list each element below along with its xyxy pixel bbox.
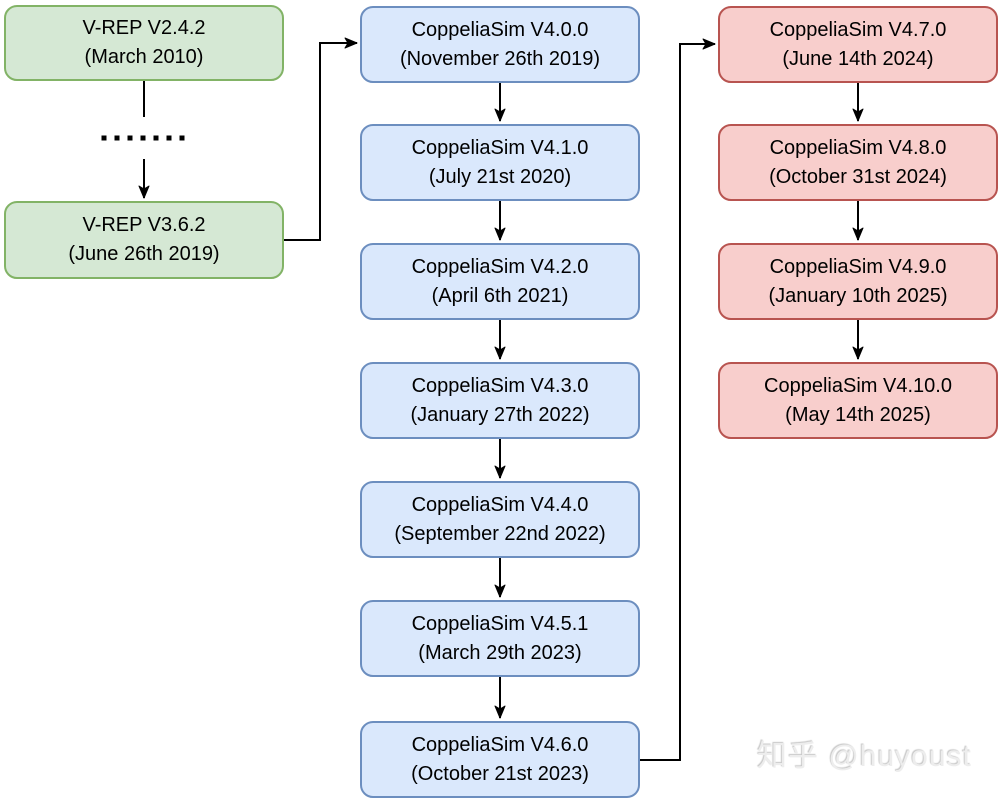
node-date: (January 27th 2022) bbox=[410, 403, 590, 426]
connector-v362-to-v400-icon bbox=[283, 37, 358, 241]
node-coppeliasim-v4-8-0: CoppeliaSim V4.8.0 (October 31st 2024) bbox=[718, 124, 998, 201]
node-date: (January 10th 2025) bbox=[768, 284, 948, 307]
node-title: CoppeliaSim V4.9.0 bbox=[769, 255, 947, 278]
node-vrep-v3-6-2: V-REP V3.6.2 (June 26th 2019) bbox=[4, 201, 284, 279]
node-title: CoppeliaSim V4.10.0 bbox=[764, 374, 952, 397]
node-coppeliasim-v4-7-0: CoppeliaSim V4.7.0 (June 14th 2024) bbox=[718, 6, 998, 83]
node-date: (July 21st 2020) bbox=[428, 165, 572, 188]
node-title: CoppeliaSim V4.6.0 bbox=[411, 733, 589, 756]
node-date: (May 14th 2025) bbox=[785, 403, 931, 426]
node-title: CoppeliaSim V4.0.0 bbox=[411, 18, 589, 41]
node-coppeliasim-v4-3-0: CoppeliaSim V4.3.0 (January 27th 2022) bbox=[360, 362, 640, 439]
node-coppeliasim-v4-0-0: CoppeliaSim V4.0.0 (November 26th 2019) bbox=[360, 6, 640, 83]
node-date: (October 21st 2023) bbox=[411, 762, 589, 785]
node-title: CoppeliaSim V4.5.1 bbox=[411, 612, 589, 635]
node-date: (March 29th 2023) bbox=[418, 641, 582, 664]
connector-v460-to-v470-icon bbox=[640, 38, 716, 761]
node-coppeliasim-v4-6-0: CoppeliaSim V4.6.0 (October 21st 2023) bbox=[360, 721, 640, 798]
node-date: (March 2010) bbox=[84, 46, 204, 68]
node-date: (June 26th 2019) bbox=[68, 243, 220, 265]
node-coppeliasim-v4-2-0: CoppeliaSim V4.2.0 (April 6th 2021) bbox=[360, 243, 640, 320]
node-date: (June 14th 2024) bbox=[782, 47, 934, 70]
node-title: CoppeliaSim V4.2.0 bbox=[411, 255, 589, 278]
node-coppeliasim-v4-1-0: CoppeliaSim V4.1.0 (July 21st 2020) bbox=[360, 124, 640, 201]
node-date: (October 31st 2024) bbox=[769, 165, 947, 188]
node-coppeliasim-v4-10-0: CoppeliaSim V4.10.0 (May 14th 2025) bbox=[718, 362, 998, 439]
node-date: (September 22nd 2022) bbox=[394, 522, 606, 545]
node-date: (April 6th 2021) bbox=[431, 284, 569, 307]
node-title: V-REP V2.4.2 bbox=[82, 17, 206, 39]
node-date: (November 26th 2019) bbox=[399, 47, 601, 70]
node-title: CoppeliaSim V4.4.0 bbox=[411, 493, 589, 516]
node-title: CoppeliaSim V4.1.0 bbox=[411, 136, 589, 159]
node-title: CoppeliaSim V4.8.0 bbox=[769, 136, 947, 159]
dotted-line-icon bbox=[101, 135, 185, 141]
node-title: CoppeliaSim V4.7.0 bbox=[769, 18, 947, 41]
watermark: 知乎 @huyoust bbox=[757, 740, 972, 773]
node-vrep-v2-4-2: V-REP V2.4.2 (March 2010) bbox=[4, 5, 284, 81]
node-title: V-REP V3.6.2 bbox=[82, 214, 206, 236]
node-title: CoppeliaSim V4.3.0 bbox=[411, 374, 589, 397]
node-coppeliasim-v4-5-1: CoppeliaSim V4.5.1 (March 29th 2023) bbox=[360, 600, 640, 677]
node-coppeliasim-v4-9-0: CoppeliaSim V4.9.0 (January 10th 2025) bbox=[718, 243, 998, 320]
node-coppeliasim-v4-4-0: CoppeliaSim V4.4.0 (September 22nd 2022) bbox=[360, 481, 640, 558]
